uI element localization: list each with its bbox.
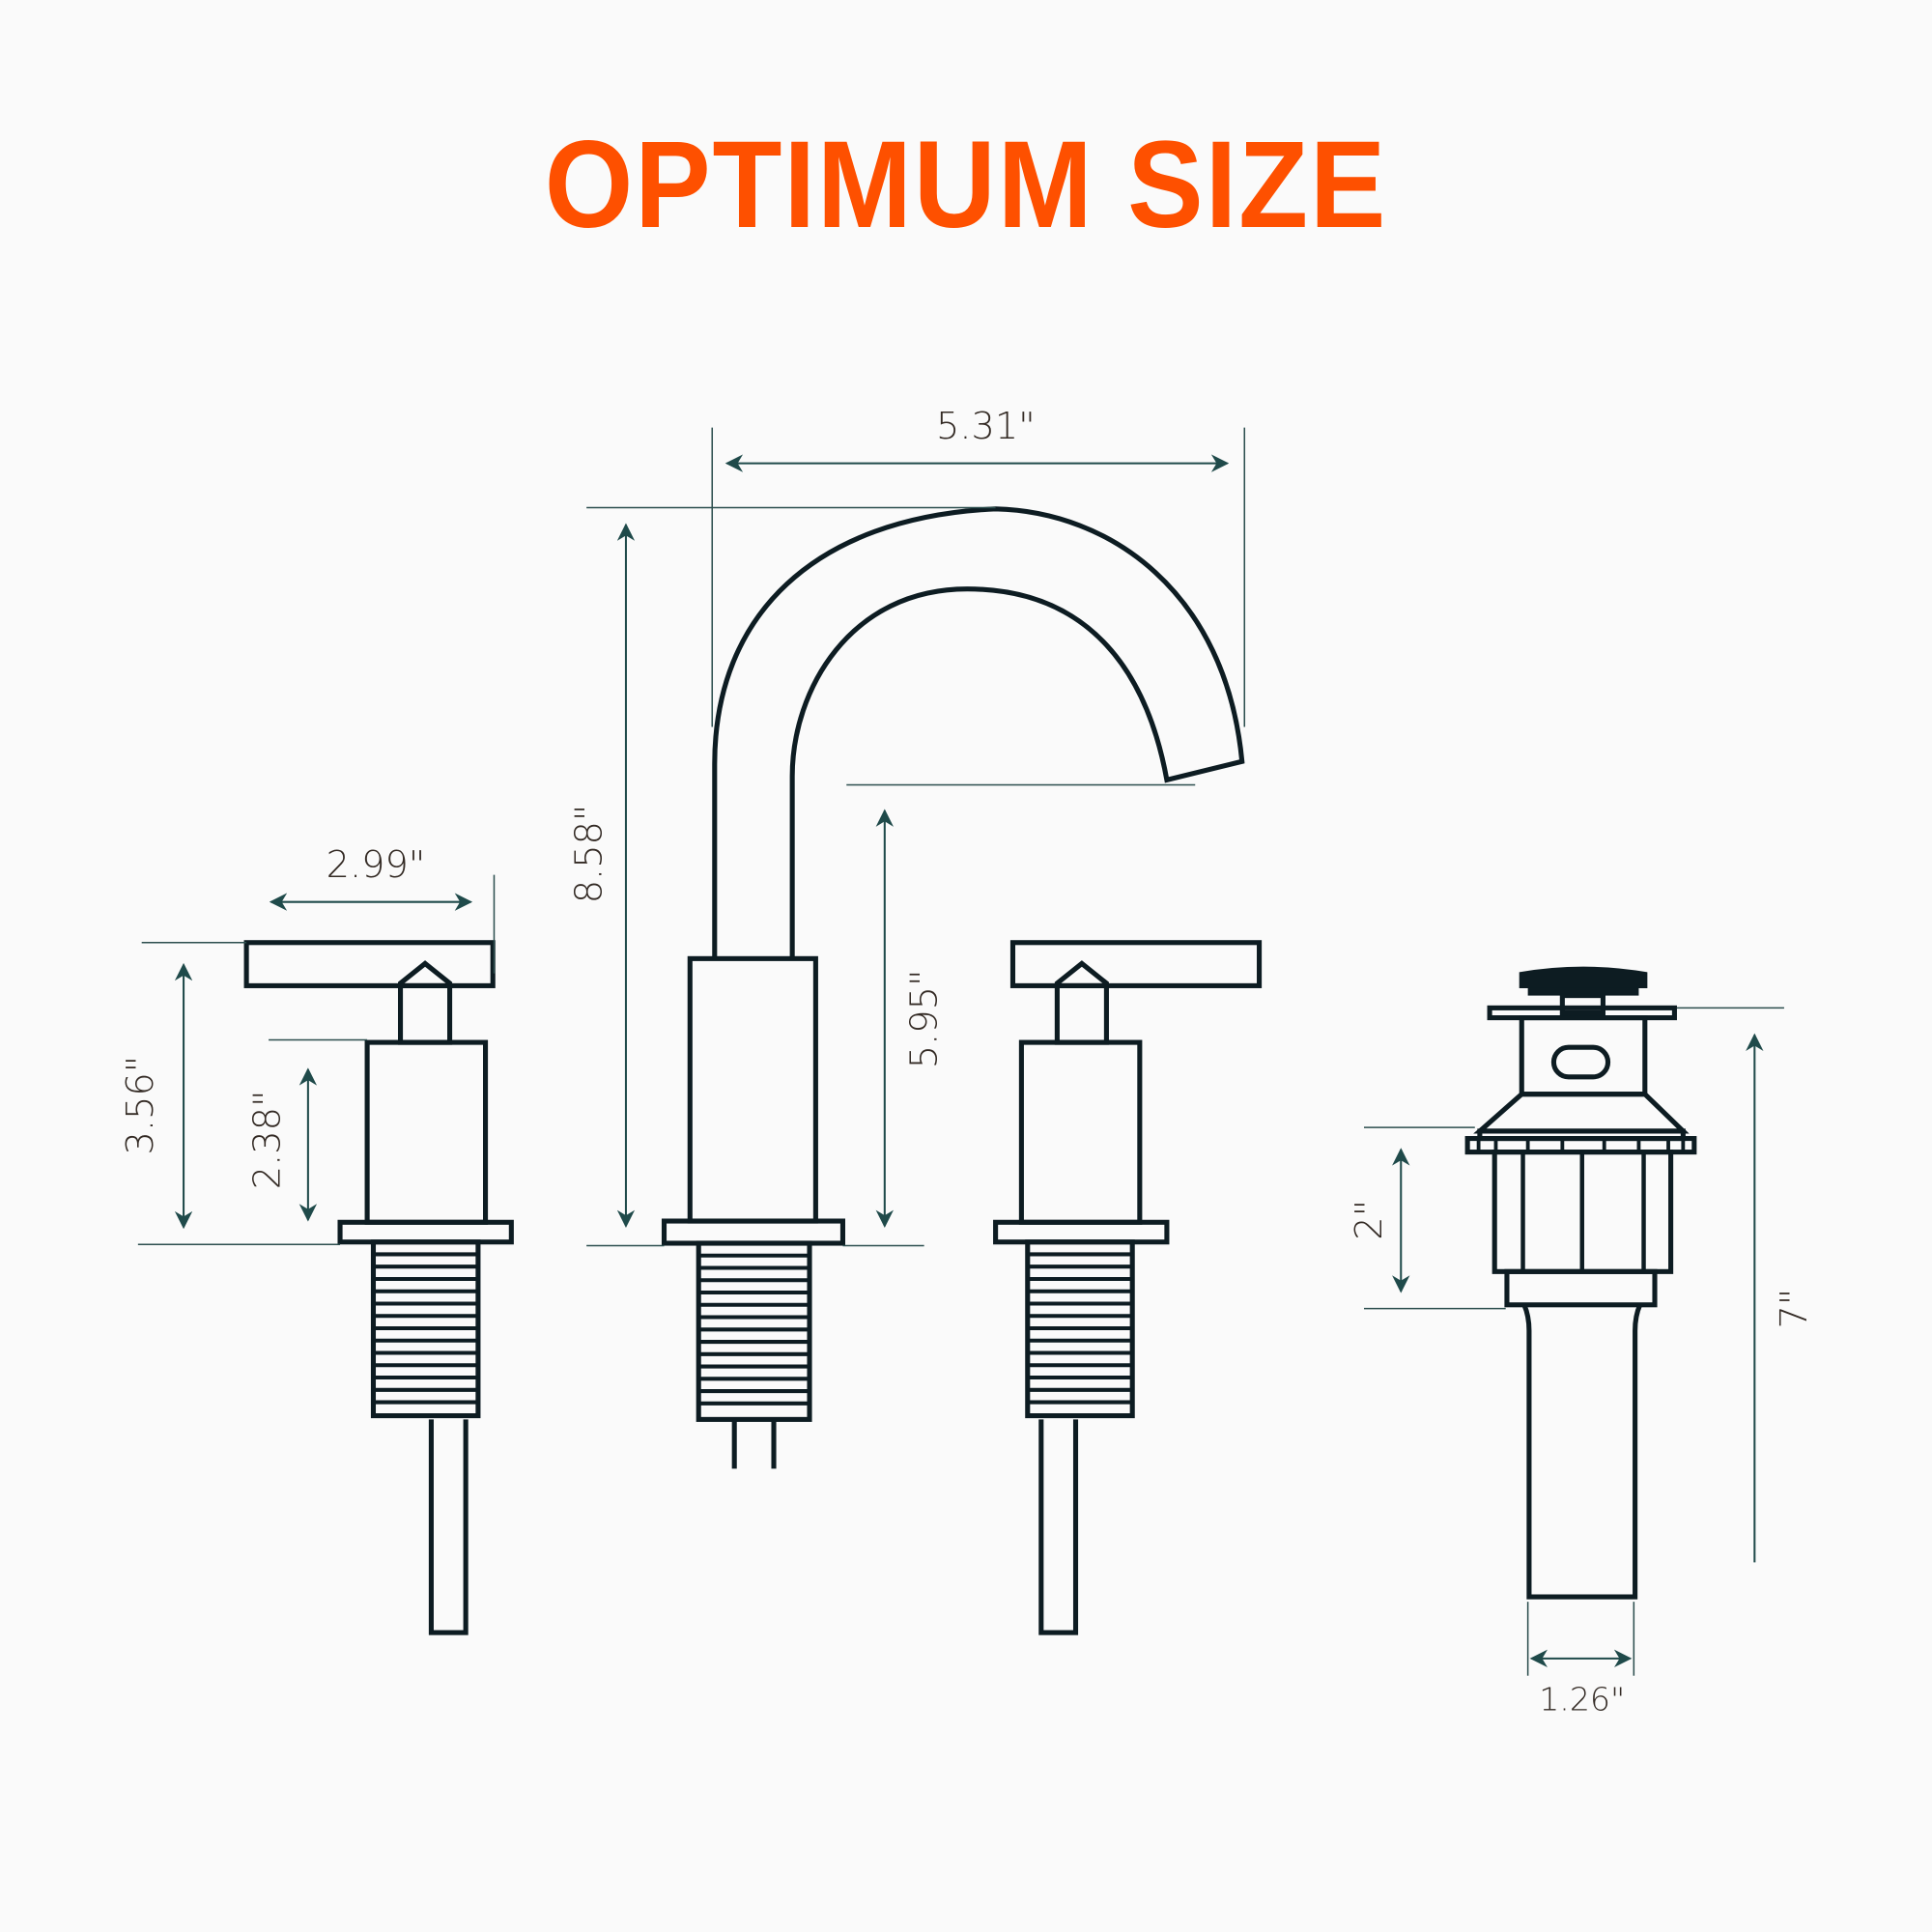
- right-handle-valve: [993, 940, 1263, 1635]
- drain-tailpiece-diameter-dimension: 1.26": [1526, 1602, 1635, 1718]
- left-valve-flange: [337, 1219, 514, 1245]
- left-handle-stem: [397, 982, 453, 1045]
- spout-threaded-shank: [696, 1240, 812, 1422]
- drain-tailpiece: [1521, 1303, 1643, 1600]
- handle-length-label: 2.99": [327, 843, 426, 887]
- spout-clearance-label: 5.95": [902, 969, 946, 1068]
- right-threaded-shank: [1025, 1239, 1135, 1419]
- handle-body-height-dimension: 2.38": [246, 1038, 368, 1222]
- left-threaded-shank: [370, 1239, 481, 1419]
- left-handle-lever: [243, 940, 496, 988]
- handle-body-height-label: 2.38": [246, 1090, 290, 1189]
- spout-clearance-dimension: 5.95": [842, 783, 1196, 1247]
- left-handle-cap: [397, 960, 453, 988]
- drain-total-height-label: 7": [1773, 1289, 1816, 1329]
- spout-body: [687, 955, 818, 1224]
- spout-height-label: 8.58": [567, 805, 611, 904]
- drain-body-height-label: 2": [1348, 1200, 1391, 1240]
- page-title: OPTIMUM SIZE: [544, 116, 1388, 254]
- spout-reach-dimension: 5.31": [711, 405, 1246, 727]
- right-valve-body: [1018, 1039, 1143, 1225]
- spout-neck: [712, 506, 1245, 959]
- drain-taper: [1473, 1092, 1690, 1134]
- spout-supply-pins: [731, 1419, 777, 1469]
- spout-reach-label: 5.31": [936, 405, 1036, 448]
- drain-overflow-slot: [1550, 1044, 1611, 1080]
- left-valve-body: [364, 1039, 489, 1225]
- spout-height-dimension: 8.58": [567, 506, 996, 1247]
- drain-stopper-cap: [1519, 966, 1648, 988]
- drain-stopper-stem: [1559, 993, 1605, 1016]
- handle-height-label: 3.56": [119, 1056, 162, 1155]
- right-handle-stem: [1054, 982, 1109, 1045]
- spout-flange: [661, 1218, 845, 1246]
- drain-body-height-dimension: 2": [1348, 1126, 1506, 1310]
- drain-collar: [1504, 1268, 1658, 1308]
- handle-height-dimension: 3.56": [119, 942, 341, 1246]
- pop-up-drain: [1464, 966, 1697, 1600]
- handle-length-dimension: 2.99": [269, 843, 496, 974]
- left-supply-tube: [428, 1419, 469, 1635]
- drain-upper-body: [1519, 1015, 1648, 1097]
- right-handle-lever: [1009, 940, 1263, 988]
- drain-total-height-dimension: 7": [1676, 1007, 1816, 1563]
- right-handle-cap: [1054, 960, 1109, 988]
- right-supply-tube: [1038, 1419, 1079, 1635]
- right-valve-flange: [993, 1219, 1170, 1245]
- spout: [661, 506, 1245, 1469]
- drain-tailpiece-diameter-label: 1.26": [1539, 1680, 1625, 1718]
- left-handle-valve: [243, 940, 514, 1635]
